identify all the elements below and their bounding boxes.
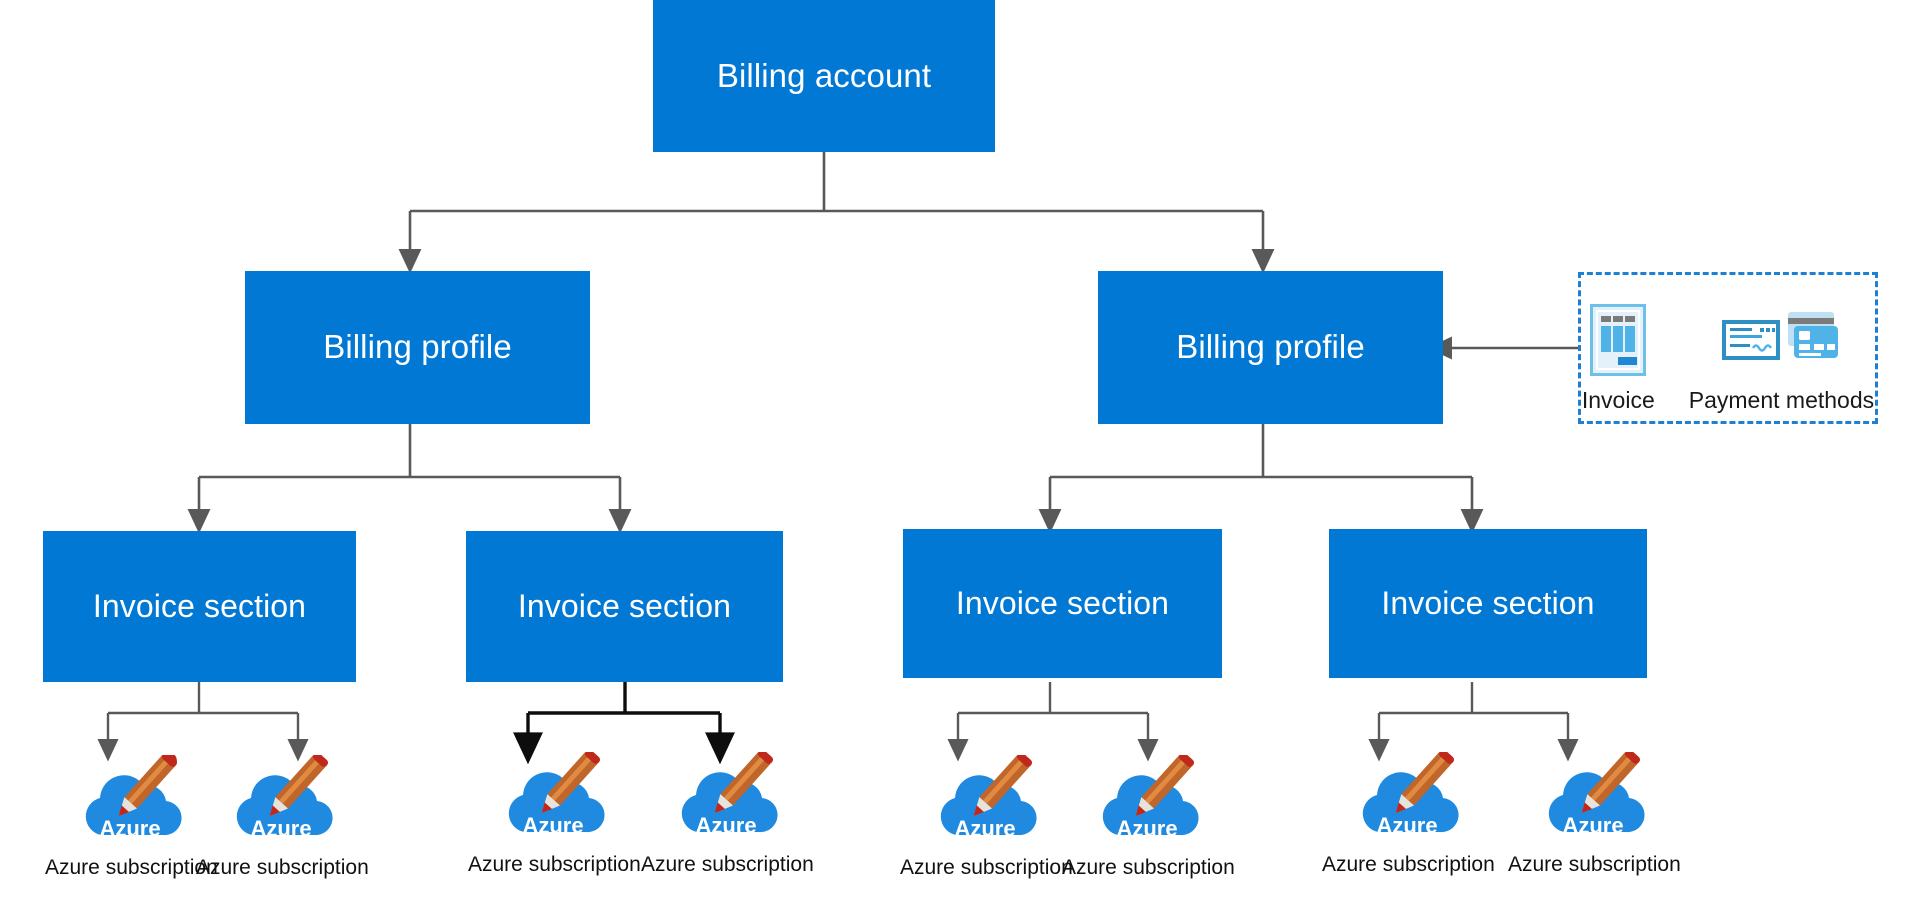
connector-section4-arrows [1368, 713, 1579, 762]
legend-caption-invoice: Invoice [1581, 387, 1655, 413]
connector-section1-arrows [97, 713, 309, 762]
azure-subscription-icon: Azure [671, 749, 783, 844]
subscription-4[interactable]: Azure Azure subscription [641, 749, 814, 877]
subscription-label: Azure subscription [45, 856, 218, 879]
azure-badge-text: Azure [1563, 813, 1624, 838]
legend-caption-payment-methods: Payment methods [1688, 387, 1875, 413]
azure-subscription-icon: Azure [226, 752, 338, 847]
azure-badge-text: Azure [251, 816, 312, 841]
connector-account-to-bus [410, 152, 1263, 213]
subscription-label: Azure subscription [641, 853, 814, 876]
connector-bus-to-profiles [398, 211, 1275, 274]
subscription-7[interactable]: Azure Azure subscription [1322, 749, 1495, 877]
legend-payment-artifacts: Invoice [1578, 272, 1878, 424]
payment-methods-icon [1722, 301, 1840, 379]
subscription-8[interactable]: Azure Azure subscription [1508, 749, 1681, 877]
azure-badge-text: Azure [1377, 813, 1438, 838]
connector-profile2-to-sections [1050, 424, 1472, 479]
node-billing-account[interactable]: Billing account [653, 0, 995, 152]
node-billing-profile-2[interactable]: Billing profile [1098, 271, 1443, 424]
invoice-document-icon [1590, 301, 1647, 379]
azure-badge-text: Azure [955, 816, 1016, 841]
subscription-label: Azure subscription [468, 853, 641, 876]
subscription-6[interactable]: Azure Azure subscription [1062, 752, 1235, 880]
connector-profile2-arrows [1038, 477, 1484, 534]
subscription-1[interactable]: Azure Azure subscription [45, 752, 218, 880]
node-invoice-section-2[interactable]: Invoice section [466, 531, 783, 682]
connector-section3-to-subs [958, 682, 1148, 715]
connector-section4-to-subs [1379, 682, 1568, 715]
subscription-3[interactable]: Azure Azure subscription [468, 749, 641, 877]
azure-badge-text: Azure [523, 813, 584, 838]
connector-section3-arrows [947, 713, 1159, 762]
node-billing-profile-1[interactable]: Billing profile [245, 271, 590, 424]
azure-subscription-icon: Azure [1352, 749, 1464, 844]
connector-profile1-to-sections [199, 424, 620, 479]
azure-subscription-icon: Azure [75, 752, 187, 847]
azure-badge-text: Azure [696, 813, 757, 838]
node-invoice-section-3[interactable]: Invoice section [903, 529, 1222, 678]
node-invoice-section-4[interactable]: Invoice section [1329, 529, 1647, 678]
legend-item-payment-methods[interactable]: Payment methods [1689, 301, 1874, 414]
connector-profile1-arrows [187, 477, 632, 534]
subscription-label: Azure subscription [196, 856, 369, 879]
subscription-label: Azure subscription [1322, 853, 1495, 876]
azure-subscription-icon: Azure [1092, 752, 1204, 847]
legend-item-invoice[interactable]: Invoice [1582, 301, 1655, 414]
subscription-label: Azure subscription [1062, 856, 1235, 879]
subscription-label: Azure subscription [900, 856, 1073, 879]
subscription-label: Azure subscription [1508, 853, 1681, 876]
subscription-5[interactable]: Azure Azure subscription [900, 752, 1073, 880]
azure-badge-text: Azure [1117, 816, 1178, 841]
connector-section1-to-subs [108, 682, 298, 715]
azure-subscription-icon: Azure [1538, 749, 1650, 844]
azure-badge-text: Azure [100, 816, 161, 841]
subscription-2[interactable]: Azure Azure subscription [196, 752, 369, 880]
connector-section2-arrows [513, 713, 735, 765]
connector-section2-to-subs [528, 682, 720, 715]
node-invoice-section-1[interactable]: Invoice section [43, 531, 356, 682]
azure-subscription-icon: Azure [930, 752, 1042, 847]
azure-subscription-icon: Azure [498, 749, 610, 844]
